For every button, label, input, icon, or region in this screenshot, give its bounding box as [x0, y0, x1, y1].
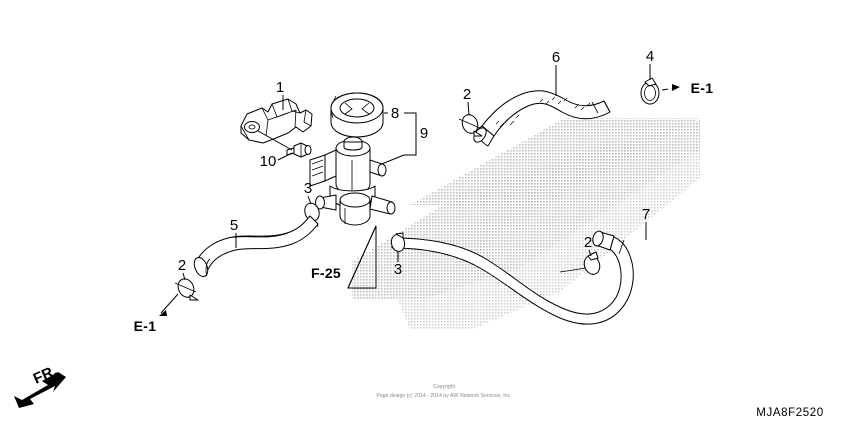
callout-label-3-upper: 3 [304, 180, 312, 197]
part-clamp-4-ring [640, 77, 660, 105]
copyright-line-2: Page design (c) 2014 - 2014 by ARI Netwo… [376, 393, 511, 399]
callout-label-3-f25: 3 [394, 261, 402, 278]
callout-label-4: 4 [646, 48, 654, 65]
callout-leader-2-lower-right [588, 249, 592, 257]
reference-label-e1-lower: E-1 [134, 318, 157, 334]
callout-leader-2-upper [467, 101, 470, 116]
hose-6-markings [495, 96, 591, 128]
part-clamp-2-lower-left [174, 278, 199, 301]
orientation-marker-fr: FR. [14, 362, 66, 408]
reference-arrow-e1-lower [159, 293, 179, 316]
footer-copyright: Copyright Page design (c) 2014 - 2014 by… [376, 384, 511, 399]
part-rubber-collar [330, 92, 384, 138]
callout-label-1: 1 [276, 79, 284, 96]
callout-label-2-lower-right: 2 [584, 234, 592, 251]
callout-label-5: 5 [230, 217, 238, 234]
callout-label-6: 6 [552, 49, 560, 66]
reference-flag-f25 [347, 225, 377, 289]
part-clamp-2-lower-right [559, 251, 601, 275]
callout-label-7: 7 [642, 206, 650, 223]
callout-label-8: 8 [391, 105, 399, 122]
background-shading [352, 118, 700, 330]
callout-label-2-upper: 2 [463, 86, 471, 103]
part-flange-bolt [286, 142, 312, 158]
reference-label-e1-upper: E-1 [691, 80, 714, 96]
callout-label-9: 9 [420, 125, 428, 142]
callout-label-10: 10 [260, 153, 277, 170]
part-hose-5 [193, 215, 319, 278]
part-hose-7 [391, 230, 634, 325]
callout-leader-2-lower-left [182, 272, 186, 281]
diagram-id-label: MJA8F2520 [756, 407, 823, 419]
reference-arrow-e1-upper [661, 84, 680, 91]
part-clamp-3-f25 [390, 232, 406, 252]
callout-leader-3-upper [307, 195, 312, 205]
callout-label-2-lower-left: 2 [178, 257, 186, 274]
part-solenoid-valve [309, 136, 396, 226]
callout-leader-10 [257, 130, 293, 161]
reference-label-f25: F-25 [311, 265, 341, 281]
part-clamp-2-upper [458, 114, 483, 137]
part-mount-bracket [240, 98, 313, 144]
part-hose-6 [473, 90, 611, 147]
copyright-line-1: Copyright [433, 384, 456, 390]
